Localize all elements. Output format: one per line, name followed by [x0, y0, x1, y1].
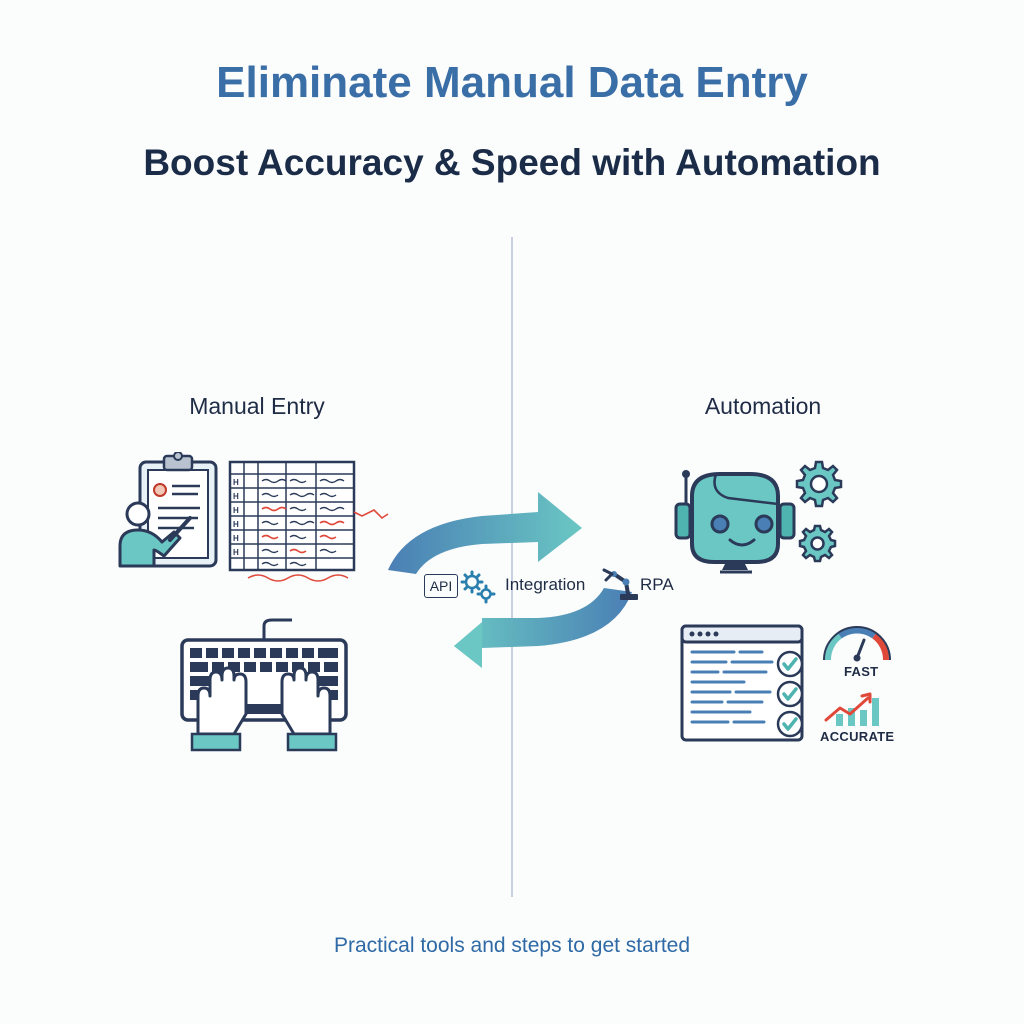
- svg-text:H: H: [233, 478, 239, 487]
- automation-label: Automation: [704, 393, 822, 419]
- code-checklist-window-icon: [680, 624, 804, 742]
- svg-text:H: H: [233, 520, 239, 529]
- center-divider: [511, 237, 513, 897]
- growth-chart-icon: [824, 692, 879, 726]
- fast-badge: FAST: [844, 664, 879, 679]
- gear-icon: [460, 570, 496, 604]
- accurate-badge: ACCURATE: [820, 729, 895, 744]
- robot-arm-icon: [602, 568, 638, 600]
- footer-text: Practical tools and steps to get started: [333, 934, 691, 957]
- rpa-label: RPA: [640, 575, 674, 594]
- manual-entry-label: Manual Entry: [189, 393, 325, 419]
- keyboard-hands-icon: [180, 618, 348, 752]
- exchange-arrows-icon: [388, 492, 632, 668]
- page-subtitle: Boost Accuracy & Speed with Automation: [143, 142, 881, 183]
- svg-text:H: H: [233, 548, 239, 557]
- robot-icon: [674, 460, 843, 574]
- api-badge: API: [424, 574, 458, 598]
- page-title: Eliminate Manual Data Entry: [216, 58, 808, 107]
- speedometer-icon: [823, 626, 891, 662]
- svg-text:H: H: [233, 534, 239, 543]
- spreadsheet-errors-icon: HHH HHH: [228, 460, 389, 582]
- integration-label: Integration: [505, 575, 586, 594]
- clipboard-person-icon: [118, 452, 218, 568]
- svg-text:H: H: [233, 506, 239, 515]
- svg-text:H: H: [233, 492, 239, 501]
